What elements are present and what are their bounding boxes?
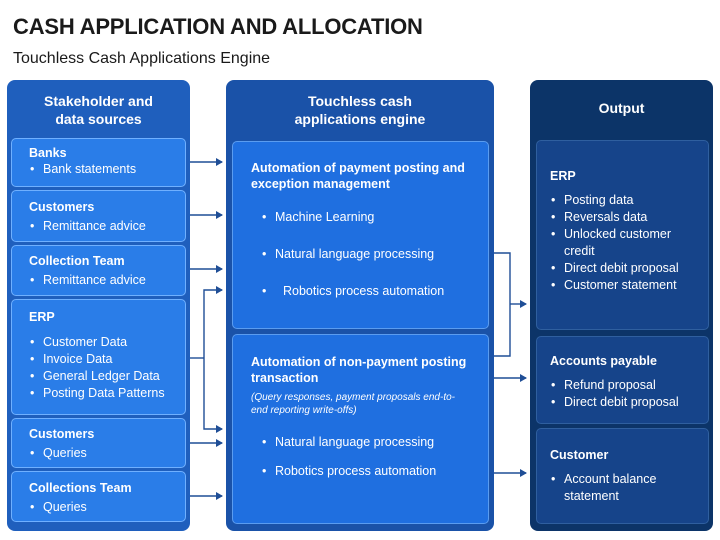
- output-card-erp: ERP Posting data Reversals data Unlocked…: [536, 140, 709, 330]
- arrow-engine-top-out: [494, 252, 511, 304]
- output-card-items: Refund proposal Direct debit proposal: [550, 377, 702, 411]
- source-card-items: Remittance advice: [29, 218, 185, 235]
- source-card-banks: Banks Bank statements: [11, 138, 186, 187]
- list-item: Unlocked customer credit: [550, 226, 702, 260]
- engine-card-payment-posting: Automation of payment posting and except…: [232, 141, 489, 329]
- list-item: Queries: [29, 445, 185, 462]
- engine-card-title: Automation of non-payment posting transa…: [251, 355, 467, 385]
- output-card-title: Accounts payable: [550, 354, 657, 368]
- stakeholder-column: Stakeholder and data sources Banks Bank …: [7, 80, 190, 531]
- list-item: Remittance advice: [29, 218, 185, 235]
- source-card-items: Queries: [29, 445, 185, 462]
- engine-column-heading: Touchless cash applications engine: [294, 93, 426, 127]
- stakeholder-column-heading: Stakeholder and data sources: [44, 93, 153, 127]
- source-card-title: Banks: [29, 146, 67, 160]
- engine-card-note: (Query responses, payment proposals end-…: [251, 392, 455, 416]
- arrow-engine-bottom-out: [494, 304, 511, 357]
- output-card-items: Account balance statement: [550, 471, 702, 505]
- list-item: Reversals data: [550, 209, 702, 226]
- source-card-items: Queries: [29, 499, 185, 516]
- list-item: Bank statements: [29, 161, 185, 178]
- source-card-customers-queries: Customers Queries: [11, 418, 186, 468]
- source-card-items: Bank statements: [29, 161, 185, 178]
- page-subtitle: Touchless Cash Applications Engine: [13, 50, 271, 67]
- list-item: Account balance statement: [550, 471, 702, 505]
- engine-card-items: Natural language processing Robotics pro…: [251, 434, 478, 480]
- engine-column: Touchless cash applications engine Autom…: [226, 80, 494, 531]
- list-item: Posting Data Patterns: [29, 385, 185, 402]
- source-card-title: ERP: [29, 310, 55, 324]
- output-card-items: Posting data Reversals data Unlocked cus…: [550, 192, 702, 294]
- list-item: Natural language processing: [261, 246, 478, 263]
- source-card-collection-team: Collection Team Remittance advice: [11, 245, 186, 296]
- output-card-accounts-payable: Accounts payable Refund proposal Direct …: [536, 336, 709, 424]
- output-card-customer: Customer Account balance statement: [536, 428, 709, 524]
- list-item: Customer Data: [29, 334, 185, 351]
- source-card-title: Collection Team: [29, 254, 125, 268]
- output-card-title: Customer: [550, 448, 609, 462]
- list-item: Robotics process automation: [261, 283, 478, 300]
- source-card-erp: ERP Customer Data Invoice Data General L…: [11, 299, 186, 415]
- source-card-title: Customers: [29, 200, 95, 214]
- list-item: Robotics process automation: [261, 463, 478, 480]
- output-column: Output ERP Posting data Reversals data U…: [530, 80, 713, 531]
- list-item: Remittance advice: [29, 272, 185, 289]
- list-item: Machine Learning: [261, 209, 478, 226]
- source-card-collections-team: Collections Team Queries: [11, 471, 186, 522]
- list-item: Posting data: [550, 192, 702, 209]
- list-item: Invoice Data: [29, 351, 185, 368]
- list-item: Customer statement: [550, 277, 702, 294]
- list-item: Refund proposal: [550, 377, 702, 394]
- engine-card-title: Automation of payment posting and except…: [251, 161, 465, 191]
- engine-card-items: Machine Learning Natural language proces…: [251, 209, 478, 300]
- engine-card-non-payment: Automation of non-payment posting transa…: [232, 334, 489, 524]
- source-card-title: Collections Team: [29, 481, 132, 495]
- output-column-heading: Output: [598, 100, 645, 116]
- source-card-customers: Customers Remittance advice: [11, 190, 186, 242]
- list-item: Direct debit proposal: [550, 394, 702, 411]
- list-item: Direct debit proposal: [550, 260, 702, 277]
- source-card-items: Customer Data Invoice Data General Ledge…: [29, 334, 185, 402]
- output-card-title: ERP: [550, 169, 576, 183]
- list-item: Natural language processing: [261, 434, 478, 451]
- list-item: Queries: [29, 499, 185, 516]
- source-card-title: Customers: [29, 427, 95, 441]
- arrow-erp-branch-down: [203, 358, 223, 433]
- source-card-items: Remittance advice: [29, 272, 185, 289]
- list-item: General Ledger Data: [29, 368, 185, 385]
- arrow-erp-branch-up: [203, 286, 223, 358]
- page-title: CASH APPLICATION AND ALLOCATION: [13, 14, 423, 39]
